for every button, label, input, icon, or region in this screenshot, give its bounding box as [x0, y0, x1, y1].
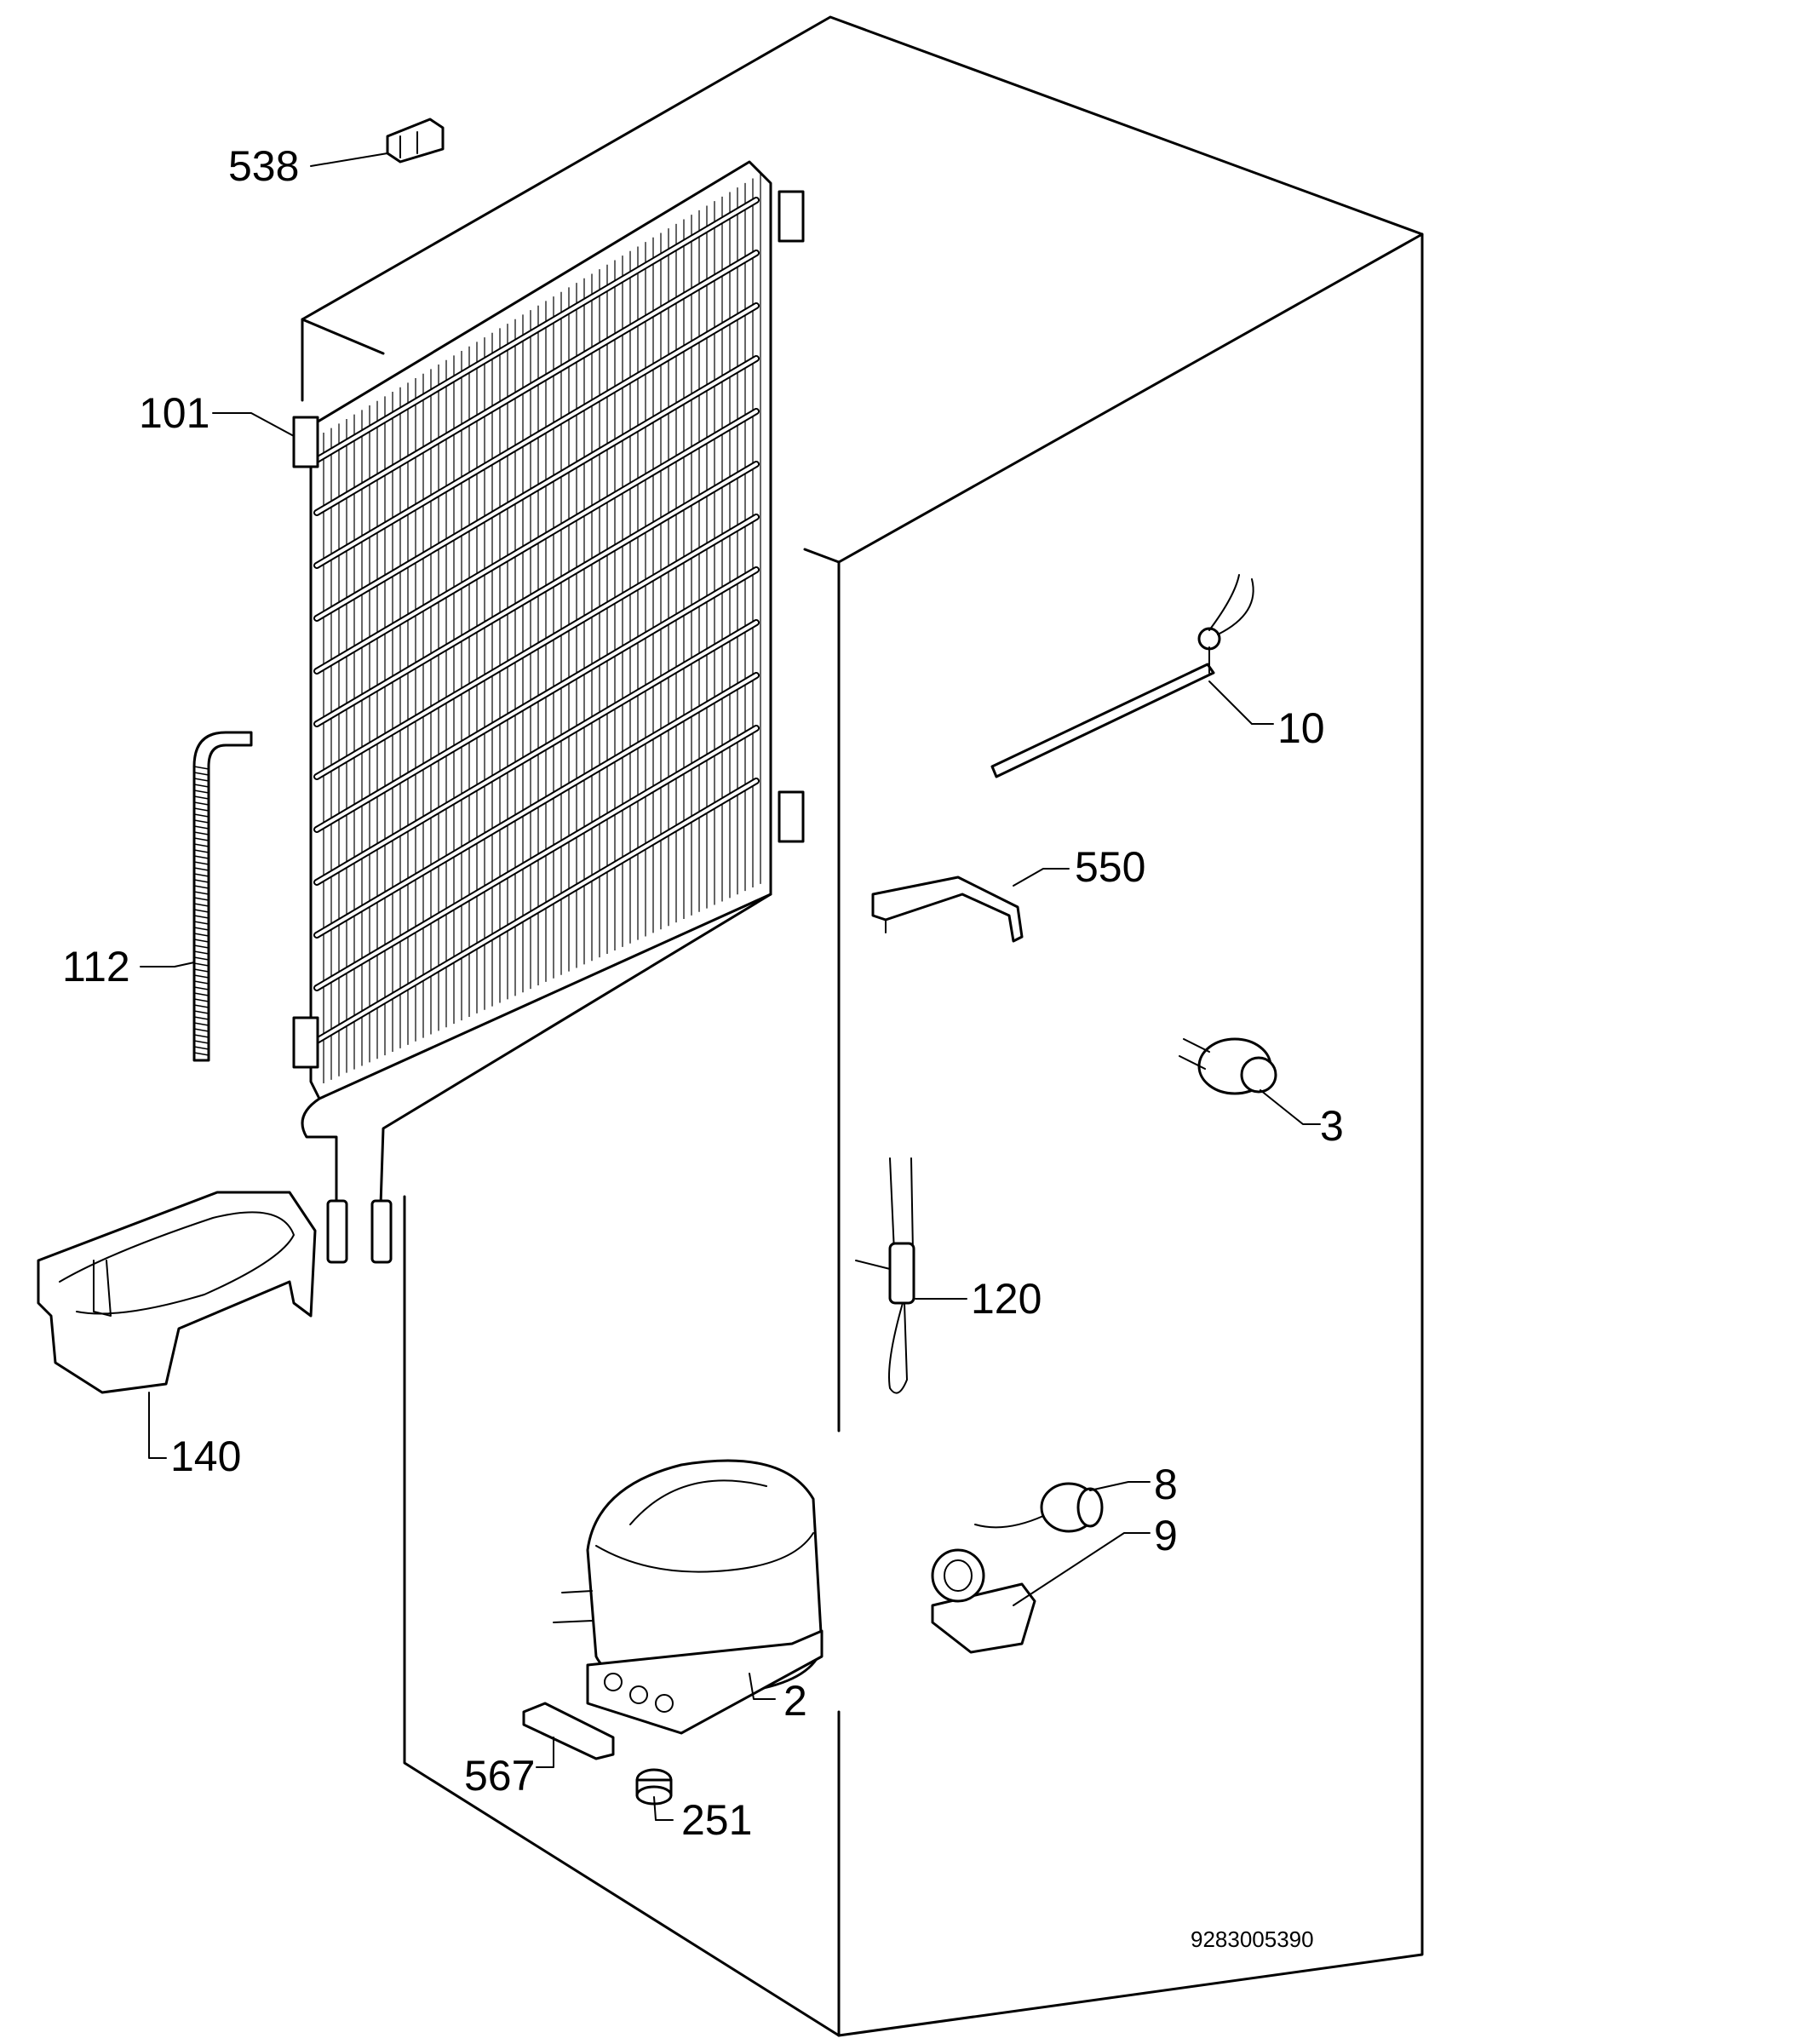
- sensor-part-120: [855, 1157, 915, 1394]
- condenser-tubes: [313, 197, 760, 1044]
- hose-rib: [193, 879, 209, 883]
- part-label-550: 550: [1075, 843, 1146, 891]
- hose-rib: [193, 897, 209, 901]
- hose-rib: [193, 843, 209, 847]
- hose-rib: [193, 933, 209, 937]
- hose-rib: [193, 1004, 209, 1008]
- part-label-8: 8: [1154, 1461, 1178, 1508]
- condenser-tube-highlight: [315, 357, 758, 620]
- grommet-part-251: [635, 1768, 673, 1806]
- hose-rib: [193, 831, 209, 835]
- hose-rib: [193, 855, 209, 859]
- mounting-bracket: [778, 790, 805, 843]
- pipe-end: [326, 1199, 348, 1264]
- part-label-251: 251: [681, 1796, 753, 1844]
- hose-rib: [193, 795, 209, 800]
- part-label-567: 567: [464, 1752, 536, 1800]
- condenser-tube-highlight: [315, 304, 758, 567]
- hose-rib: [193, 903, 209, 907]
- part-label-101: 101: [139, 389, 210, 437]
- hose-rib: [193, 939, 209, 943]
- hose-rib: [193, 921, 209, 925]
- hose-rib: [193, 980, 209, 985]
- hose-rib: [193, 837, 209, 841]
- hose-rib: [193, 1046, 209, 1050]
- condenser-tube-highlight: [315, 410, 758, 673]
- part-label-2: 2: [783, 1677, 807, 1725]
- condenser-tube-highlight: [315, 515, 758, 778]
- hose-rib: [193, 992, 209, 996]
- drain-hose-part-112: [192, 731, 253, 1062]
- condenser-tube-highlight: [315, 568, 758, 831]
- hose-rib: [193, 861, 209, 865]
- condenser-tube-highlight: [315, 198, 758, 462]
- mounting-bracket: [292, 1016, 319, 1069]
- compressor-part-2: [553, 1459, 824, 1735]
- hose-rib: [193, 986, 209, 990]
- hose-rib: [193, 789, 209, 794]
- hose-rib: [193, 772, 209, 776]
- hose-rib: [193, 849, 209, 853]
- hose-rib: [193, 825, 209, 830]
- document-number: 9283005390: [1191, 1926, 1314, 1952]
- hose-rib: [193, 1052, 209, 1056]
- hose-rib: [193, 944, 209, 949]
- refrigerator-cabinet: [301, 15, 1424, 2037]
- hose-rib: [193, 807, 209, 812]
- hose-rib: [193, 1022, 209, 1026]
- hose-rib: [193, 801, 209, 806]
- hose-rib: [193, 956, 209, 961]
- condenser-tube-highlight: [315, 251, 758, 514]
- part-label-3: 3: [1320, 1102, 1344, 1150]
- part-label-140: 140: [170, 1433, 242, 1480]
- condenser-tube-highlight: [315, 779, 758, 1042]
- hose-rib: [193, 998, 209, 1002]
- condenser-tube-highlight: [315, 674, 758, 937]
- hose-rib: [193, 968, 209, 973]
- part-label-10: 10: [1277, 704, 1325, 752]
- hose-rib: [193, 962, 209, 967]
- hose-rib: [193, 813, 209, 818]
- overload-protector-part-9: [931, 1548, 1036, 1654]
- mounting-bracket: [292, 416, 319, 468]
- hose-rib: [193, 766, 209, 770]
- condenser-coil: [292, 160, 805, 1264]
- hose-rib: [193, 784, 209, 788]
- hose-rib: [193, 891, 209, 895]
- part-label-9: 9: [1154, 1512, 1178, 1559]
- hose-rib: [193, 1016, 209, 1020]
- mounting-plate-part-567: [522, 1702, 615, 1760]
- part-label-538: 538: [228, 142, 300, 190]
- hose-rib: [193, 873, 209, 877]
- hose-rib: [193, 927, 209, 931]
- thermostat-capillary-part-10: [990, 574, 1254, 778]
- clip-part-538: [386, 118, 445, 164]
- relay-part-8: [974, 1482, 1104, 1533]
- part-label-120: 120: [971, 1275, 1042, 1323]
- hose-rib: [193, 778, 209, 782]
- drip-tray-part-140: [37, 1191, 317, 1394]
- hose-ribs: [193, 766, 209, 1056]
- hose-rib: [193, 1034, 209, 1038]
- hose-rib: [193, 867, 209, 871]
- hose-rib: [193, 1040, 209, 1044]
- condenser-tube-highlight: [315, 621, 758, 884]
- hose-rib: [193, 974, 209, 979]
- hose-rib: [193, 1010, 209, 1014]
- condenser-tube-highlight: [315, 726, 758, 990]
- leader-lines: [140, 152, 1321, 1821]
- hose-rib: [193, 950, 209, 955]
- capacitor-part-3: [1179, 1037, 1277, 1095]
- part-label-112: 112: [62, 943, 130, 990]
- hose-rib: [193, 819, 209, 824]
- pipe-end: [370, 1199, 393, 1264]
- hose-rib: [193, 885, 209, 889]
- hose-rib: [193, 1028, 209, 1032]
- bracket-part-550: [871, 876, 1024, 943]
- mounting-bracket: [778, 190, 805, 243]
- hose-rib: [193, 915, 209, 919]
- condenser-tube-highlight: [315, 462, 758, 726]
- hose-rib: [193, 909, 209, 913]
